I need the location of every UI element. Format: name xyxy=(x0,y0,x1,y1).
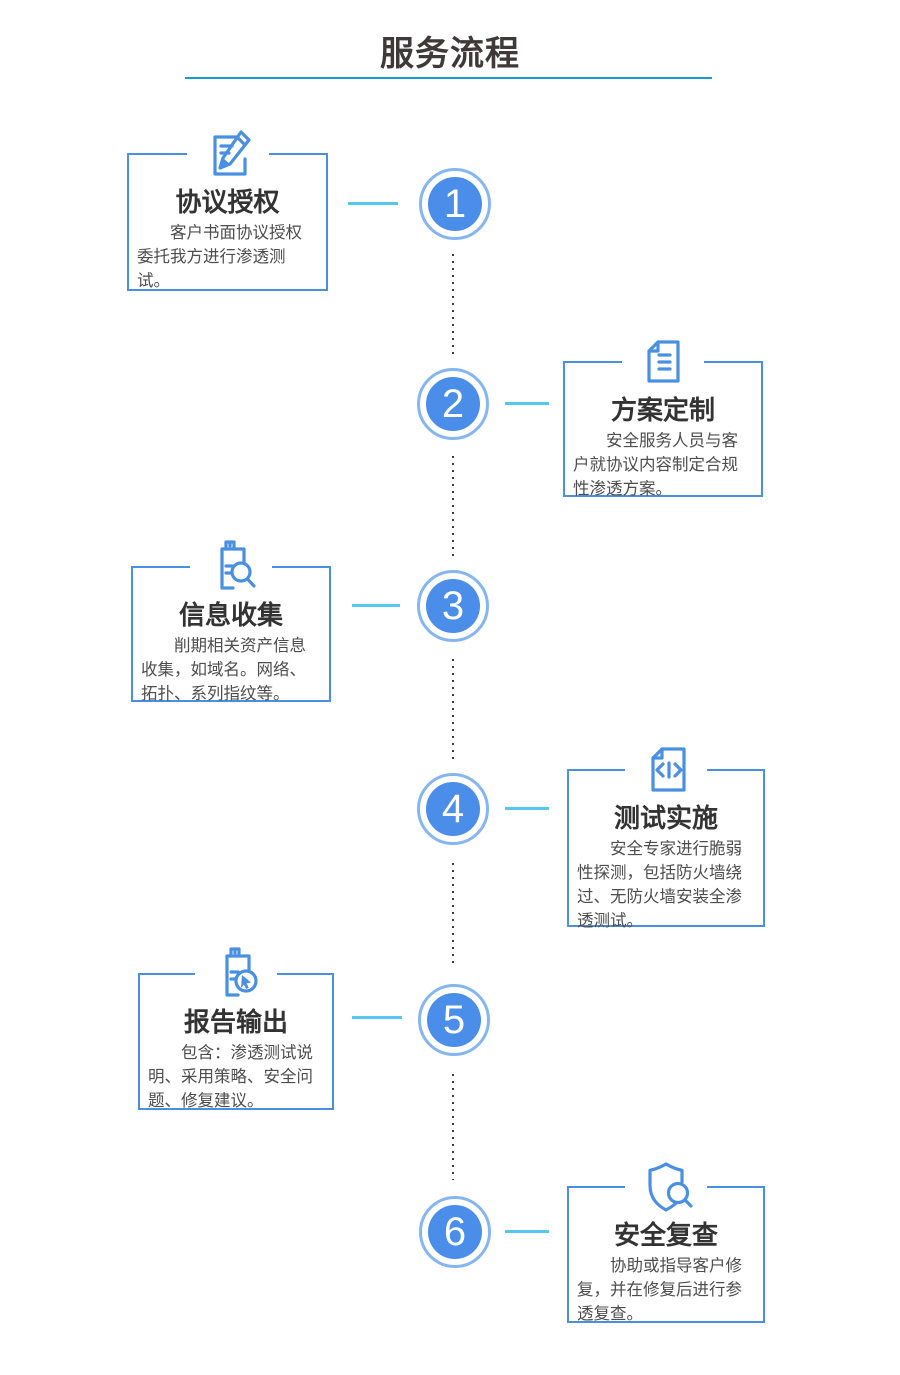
report-cursor-icon xyxy=(195,945,277,1005)
connector-line xyxy=(352,1016,402,1019)
step-title: 报告输出 xyxy=(183,1007,288,1037)
step-title: 方案定制 xyxy=(610,395,715,425)
step-description: 客户书面协议授权委托我方进行渗透测试。 xyxy=(137,224,302,290)
step-card-2: 方案定制 安全服务人员与客户就协议内容制定合规性渗透方案。 xyxy=(563,333,763,498)
step-description: 削期相关资产信息收集，如域名。网络、拓扑、系列指纹等。 xyxy=(141,637,306,703)
step-number: 4 xyxy=(441,787,465,831)
step-number: 2 xyxy=(441,382,465,426)
step-number: 6 xyxy=(443,1210,467,1254)
step-number: 1 xyxy=(443,182,467,226)
step-description: 安全服务人员与客户就协议内容制定合规性渗透方案。 xyxy=(573,432,738,498)
page-title: 服务流程 xyxy=(380,35,520,73)
step-number-badge-4: 4 xyxy=(417,773,489,845)
step-number-badge-6: 6 xyxy=(419,1196,491,1268)
connector-line xyxy=(505,807,549,810)
document-search-icon xyxy=(190,538,272,598)
code-document-icon xyxy=(625,741,707,801)
dotted-line xyxy=(452,1074,454,1180)
step-description: 包含：渗透测试说明、采用策略、安全问题、修复建议。 xyxy=(148,1044,313,1110)
step-description: 协助或指导客户修复，并在修复后进行参透复查。 xyxy=(577,1257,742,1323)
step-description: 安全专家进行脆弱性探测，包括防火墙绕过、无防火墙安装全渗透测试。 xyxy=(577,840,742,930)
step-card-6: 安全复查 协助或指导客户修复，并在修复后进行参透复查。 xyxy=(567,1158,765,1323)
dotted-line xyxy=(452,863,454,965)
dotted-line xyxy=(452,456,454,556)
step-card-3: 信息收集 削期相关资产信息收集，如域名。网络、拓扑、系列指纹等。 xyxy=(131,538,331,703)
connector-line xyxy=(352,604,400,607)
step-title: 测试实施 xyxy=(613,803,718,833)
connector-line xyxy=(505,402,549,405)
dotted-line xyxy=(452,254,454,354)
document-lines-icon xyxy=(622,333,704,393)
step-number: 5 xyxy=(442,998,466,1042)
step-title: 协议授权 xyxy=(175,187,280,217)
step-number-badge-5: 5 xyxy=(418,984,490,1056)
step-number: 3 xyxy=(441,584,465,628)
dotted-line xyxy=(452,659,454,759)
step-number-badge-2: 2 xyxy=(417,368,489,440)
connector-line xyxy=(505,1230,549,1233)
title-underline xyxy=(185,77,712,79)
step-title: 安全复查 xyxy=(613,1220,718,1250)
connector-line xyxy=(348,202,398,205)
step-title: 信息收集 xyxy=(178,600,283,630)
step-card-1: 协议授权 客户书面协议授权委托我方进行渗透测试。 xyxy=(127,125,328,291)
pencil-edit-icon xyxy=(186,125,269,185)
step-card-4: 测试实施 安全专家进行脆弱性探测，包括防火墙绕过、无防火墙安装全渗透测试。 xyxy=(567,741,765,930)
step-number-badge-1: 1 xyxy=(419,168,491,240)
shield-search-icon xyxy=(625,1158,707,1218)
step-card-5: 报告输出 包含：渗透测试说明、采用策略、安全问题、修复建议。 xyxy=(138,945,334,1110)
step-number-badge-3: 3 xyxy=(417,570,489,642)
